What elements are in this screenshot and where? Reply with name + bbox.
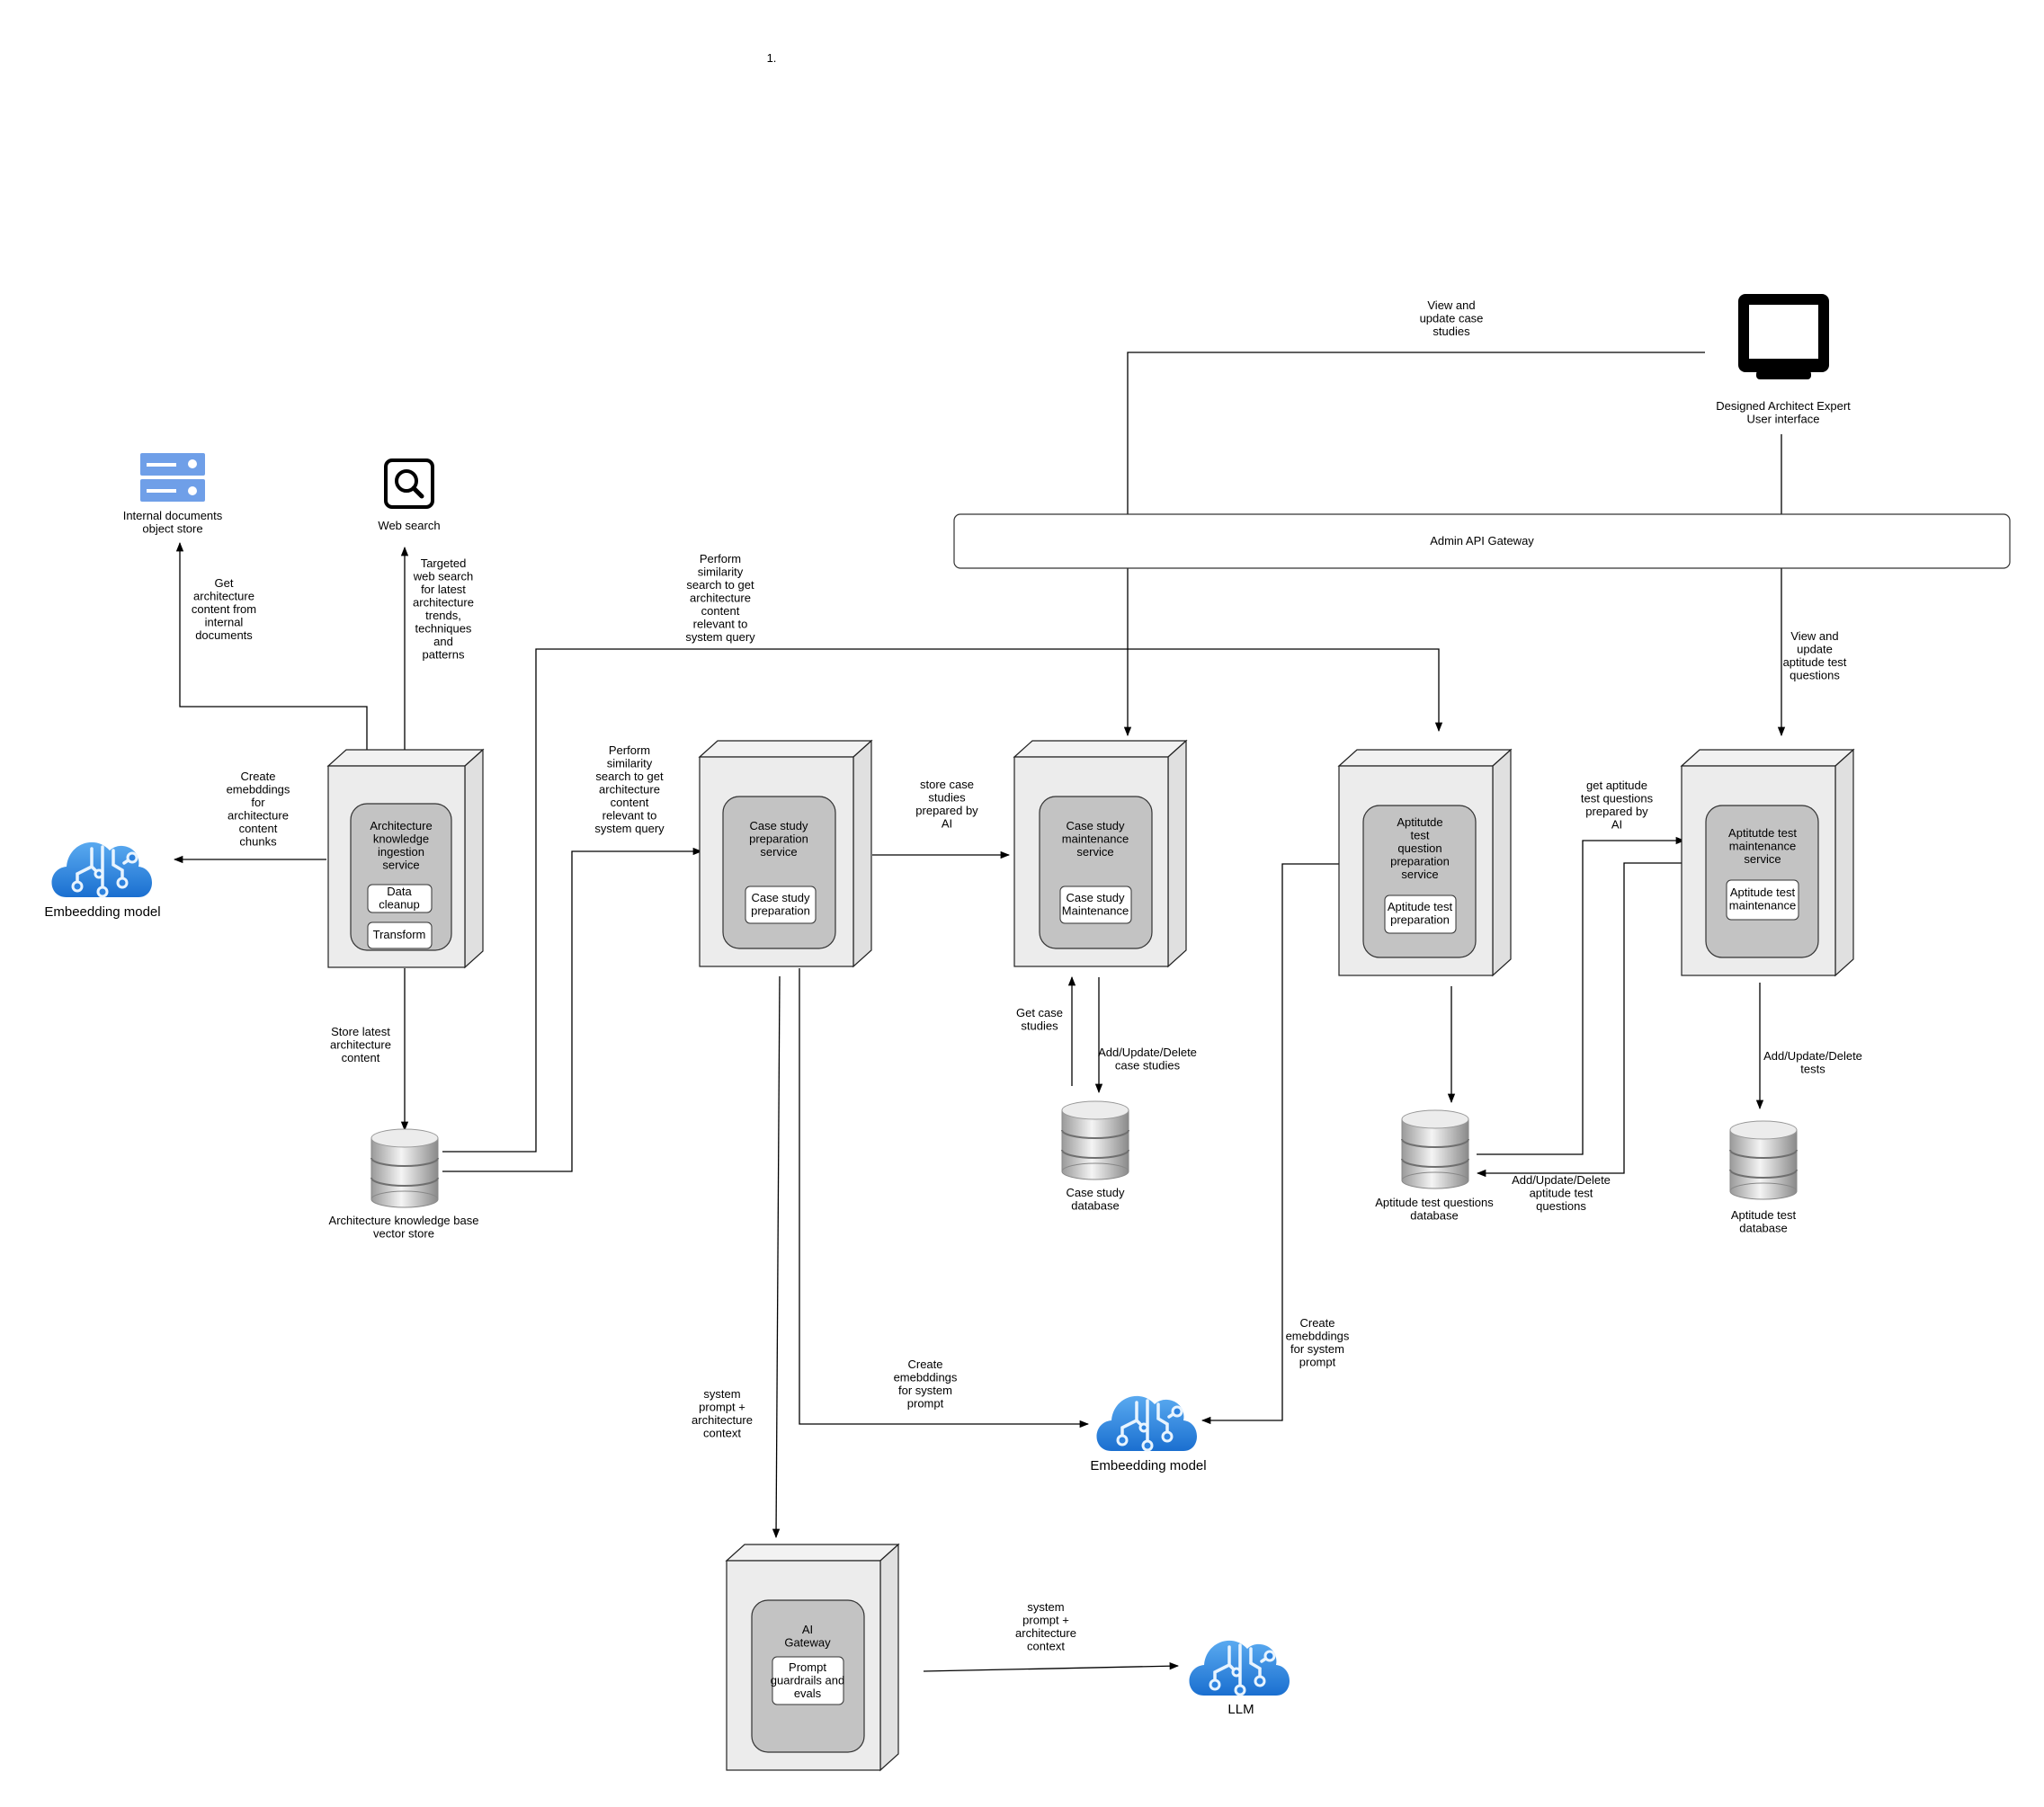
case-prep-sub-box: [745, 886, 817, 924]
admin-api-gateway[interactable]: [953, 513, 2011, 569]
embedding-model-left-icon: [49, 841, 154, 899]
edge-get-internal: [175, 541, 368, 752]
embedding-model-center-icon: [1094, 1394, 1199, 1453]
edge-sys-ctx-left: [772, 975, 781, 1539]
edge-get-apt: [1477, 836, 1686, 1155]
edge-sys-ctx-right: [923, 1662, 1180, 1672]
edge-sim-top: [442, 648, 1443, 1153]
apt-maint-sub-box: [1726, 879, 1799, 921]
llm-label: LLM: [1227, 1702, 1254, 1717]
web-search-label: Web search: [378, 519, 440, 532]
llm-icon: [1187, 1639, 1291, 1697]
apt-test-db-icon: [1729, 1120, 1798, 1200]
guardrails-sub-box: [772, 1656, 844, 1705]
connector-lines: [173, 352, 1786, 1672]
apt-prep-sub-box: [1384, 895, 1457, 934]
apt-q-db-icon: [1401, 1109, 1469, 1189]
edge-view-case: [1123, 352, 1705, 737]
edge-aud-apt-q: [1476, 862, 1688, 1178]
data-cleanup-box: [367, 884, 433, 913]
edge-sim-mid: [442, 847, 703, 1172]
kb-vector-store-icon: [370, 1128, 439, 1208]
case-db-icon: [1061, 1100, 1129, 1180]
edge-emb-sys-right: [1201, 863, 1343, 1425]
page-marker: 1.: [767, 51, 777, 65]
transform-box: [367, 921, 433, 949]
admin-api-gateway-label: Admin API Gateway: [1430, 534, 1534, 547]
edge-emb-sys-mid: [799, 968, 1090, 1429]
case-maint-sub-box: [1059, 886, 1132, 924]
sub-boxes: [367, 879, 1799, 1705]
embedding-model-left-label: Embeedding model: [44, 904, 160, 920]
monitor-icon: [1738, 294, 1829, 379]
embedding-model-center-label: Embeedding model: [1090, 1458, 1206, 1473]
transform-label: Transform: [373, 928, 426, 941]
search-icon: [384, 458, 434, 509]
server-icon: [140, 453, 205, 502]
